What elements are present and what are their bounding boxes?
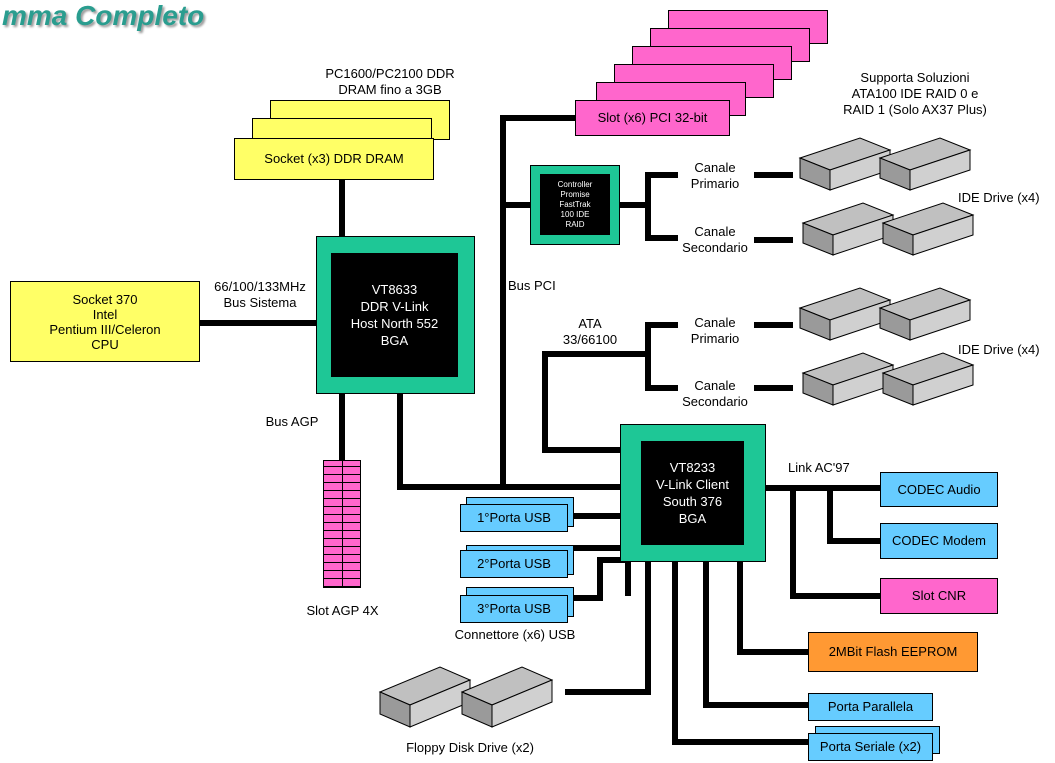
diagram-title: mma Completo: [2, 0, 205, 31]
ata-primary-channel: Canale Primario: [690, 315, 740, 346]
raid-controller-label: Controller Promise FastTrak 100 IDE RAID: [540, 174, 610, 235]
floppy-label: Floppy Disk Drive (x2): [406, 740, 534, 755]
cpu-socket: Socket 370 Intel Pentium III/Celeron CPU: [10, 281, 200, 362]
ide-drive-icon-7: [801, 352, 895, 406]
codec-audio: CODEC Audio: [880, 472, 998, 507]
floppy-drive-icon-2: [460, 666, 554, 728]
raid-primary-channel: Canale Primario: [690, 160, 740, 191]
ata-label: ATA 33/66100: [562, 316, 618, 347]
usb-port-2: 2°Porta USB: [460, 550, 568, 578]
serial-port: Porta Seriale (x2): [808, 733, 933, 761]
cnr-slot: Slot CNR: [880, 578, 998, 614]
south-bridge-label: VT8233 V-Link Client South 376 BGA: [641, 441, 744, 545]
parallel-port: Porta Parallela: [808, 693, 933, 721]
ide-drive-icon-1: [798, 137, 892, 191]
floppy-drive-icon-1: [378, 666, 472, 728]
usb-port-1: 1°Porta USB: [460, 504, 568, 532]
raid-support-label: Supporta Soluzioni ATA100 IDE RAID 0 e R…: [843, 70, 987, 117]
ide-drive-icon-3: [801, 202, 895, 256]
north-bridge-chip: VT8633 DDR V-Link Host North 552 BGA: [316, 236, 475, 394]
usb-port-3: 3°Porta USB: [460, 595, 568, 623]
north-bridge-label: VT8633 DDR V-Link Host North 552 BGA: [331, 253, 458, 377]
south-bridge-chip: VT8233 V-Link Client South 376 BGA: [620, 424, 766, 562]
ata-secondary-channel: Canale Secondario: [682, 378, 748, 409]
raid-drives-label: IDE Drive (x4): [958, 190, 1040, 205]
flash-eeprom: 2MBit Flash EEPROM: [808, 632, 978, 672]
pci-bus-label: Bus PCI: [508, 278, 556, 293]
ac97-link-label: Link AC'97: [788, 460, 850, 475]
agp-slot-label: Slot AGP 4X: [306, 603, 379, 618]
ide-drive-icon-8: [881, 352, 975, 406]
codec-modem: CODEC Modem: [880, 523, 998, 559]
raid-controller-chip: Controller Promise FastTrak 100 IDE RAID: [530, 165, 620, 245]
raid-secondary-channel: Canale Secondario: [682, 224, 748, 255]
ide-drive-icon-2: [878, 137, 972, 191]
agp-bus-label: Bus AGP: [265, 414, 319, 429]
usb-connector-label: Connettore (x6) USB: [454, 627, 576, 642]
pci-slots: Slot (x6) PCI 32-bit: [575, 100, 730, 136]
ide-drive-icon-5: [798, 287, 892, 341]
ata-drives-label: IDE Drive (x4): [958, 342, 1040, 357]
memory-label: PC1600/PC2100 DDR DRAM fino a 3GB: [325, 66, 455, 97]
ide-drive-icon-6: [878, 287, 972, 341]
system-bus-label: 66/100/133MHz Bus Sistema: [214, 279, 306, 310]
memory-socket: Socket (x3) DDR DRAM: [234, 138, 434, 180]
agp-slot: [323, 460, 361, 588]
ide-drive-icon-4: [881, 202, 975, 256]
